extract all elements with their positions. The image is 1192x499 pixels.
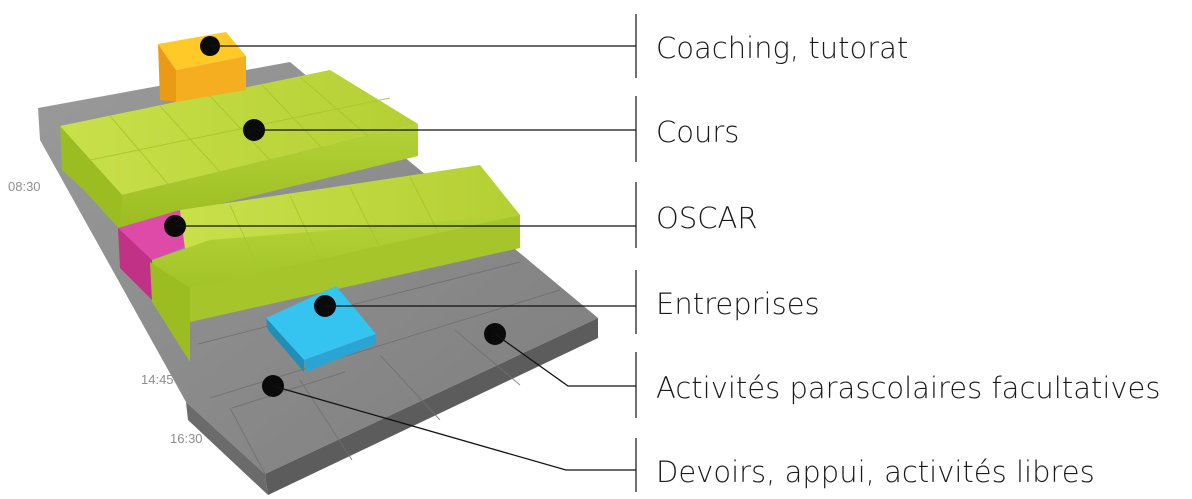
legend-label-entreprises: Entreprises	[656, 287, 820, 321]
cours-block	[60, 70, 418, 232]
leader-parascolaire	[494, 333, 636, 387]
time-label-0830: 08:30	[8, 179, 41, 194]
legend-label-coaching: Coaching, tutorat	[656, 31, 908, 65]
time-label-1630: 16:30	[170, 431, 203, 446]
legend-label-devoirs: Devoirs, appui, activités libres	[656, 455, 1095, 489]
legend-label-parascolaire: Activités parascolaires facultatives	[656, 371, 1161, 405]
leader-devoirs	[272, 385, 636, 471]
legend-label-cours: Cours	[656, 115, 739, 149]
entreprises-block	[266, 286, 376, 372]
time-label-1445: 14:45	[141, 372, 174, 387]
legend-label-oscar: OSCAR	[656, 201, 757, 235]
